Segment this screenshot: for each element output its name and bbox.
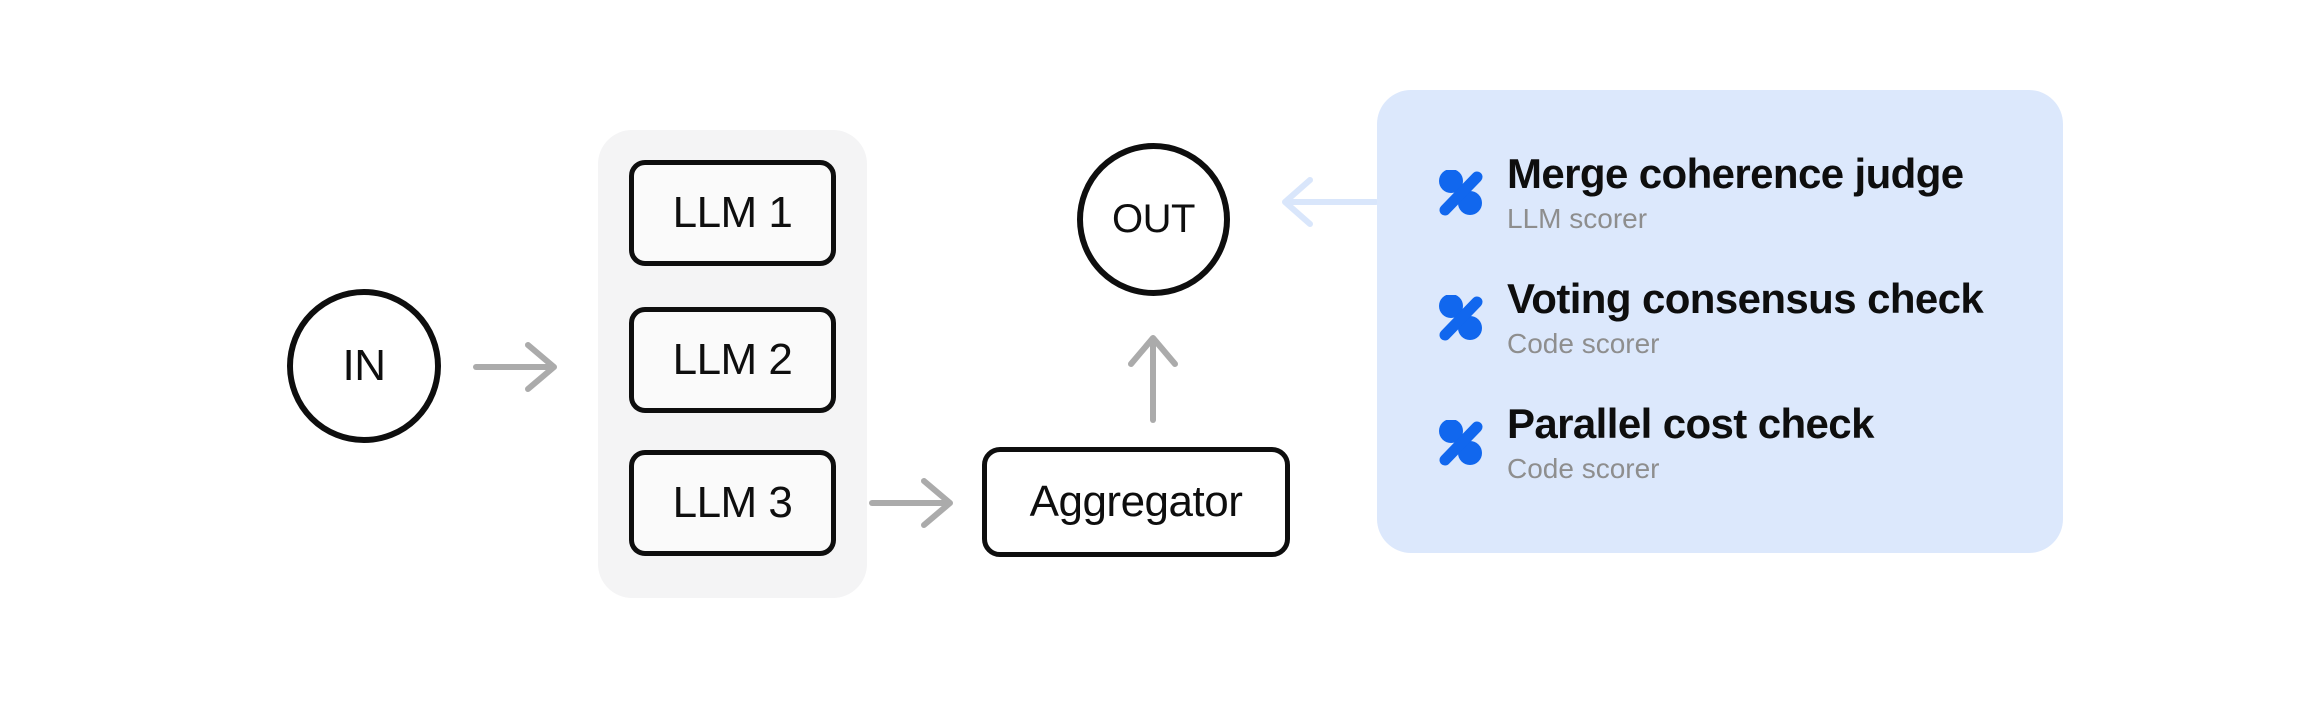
node-out[interactable]: OUT: [1077, 143, 1230, 296]
percent-scorer-icon: [1439, 170, 1483, 216]
scorer-subtitle: Code scorer: [1507, 453, 1660, 484]
scorer-item-text: Merge coherence judge LLM scorer: [1507, 150, 1964, 236]
scorer-title: Voting consensus check: [1507, 275, 1984, 322]
node-llm-3-label: LLM 3: [672, 478, 793, 527]
scorer-subtitle: Code scorer: [1507, 328, 1660, 359]
arrow-scorers-to-out: [1282, 177, 1379, 227]
node-in-label: IN: [342, 341, 387, 390]
node-out-label: OUT: [1112, 197, 1195, 241]
percent-scorer-icon: [1439, 295, 1483, 341]
scorer-item-parallel-cost-check[interactable]: Parallel cost check Code scorer: [1438, 400, 1874, 486]
llm-parallel-group: LLM 1 LLM 2 LLM 3: [598, 130, 867, 598]
scorers-panel: Merge coherence judge LLM scorer Voting …: [1377, 90, 2063, 553]
node-aggregator-label: Aggregator: [1029, 477, 1243, 526]
node-llm-1[interactable]: LLM 1: [629, 160, 836, 266]
scorer-subtitle: LLM scorer: [1507, 203, 1648, 234]
scorer-item-voting-consensus-check[interactable]: Voting consensus check Code scorer: [1438, 275, 1984, 361]
node-aggregator[interactable]: Aggregator: [982, 447, 1290, 557]
arrow-in-to-llms: [473, 342, 557, 392]
arrow-llm3-to-aggregator: [869, 478, 953, 528]
node-llm-1-label: LLM 1: [672, 188, 793, 237]
node-llm-2[interactable]: LLM 2: [629, 307, 836, 413]
scorer-item-text: Voting consensus check Code scorer: [1507, 275, 1984, 361]
scorer-title: Parallel cost check: [1507, 400, 1874, 447]
scorer-item-merge-coherence-judge[interactable]: Merge coherence judge LLM scorer: [1438, 150, 1964, 236]
node-in[interactable]: IN: [287, 289, 441, 443]
scorer-item-text: Parallel cost check Code scorer: [1507, 400, 1874, 486]
scorer-title: Merge coherence judge: [1507, 150, 1964, 197]
arrow-aggregator-to-out: [1128, 335, 1178, 423]
node-llm-3[interactable]: LLM 3: [629, 450, 836, 556]
percent-scorer-icon: [1439, 420, 1483, 466]
node-llm-2-label: LLM 2: [672, 335, 793, 384]
